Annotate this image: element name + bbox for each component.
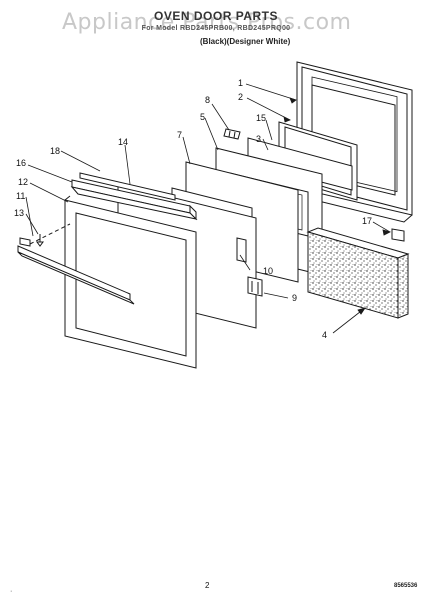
glass-bracket-part xyxy=(247,276,263,297)
callout-14: 14 xyxy=(118,137,128,147)
bottom-vent-rail xyxy=(17,245,135,305)
page-header: OVEN DOOR PARTS For Model RBD245PRB00, R… xyxy=(0,9,432,32)
callout-18: 18 xyxy=(50,146,60,156)
document-code: 8565536 xyxy=(394,583,418,589)
callout-13: 13 xyxy=(14,208,24,218)
model-numbers: For Model RBD245PRB00, RBD245PRQ00 xyxy=(141,25,291,32)
callout-labels: 1 2 3 4 5 7 8 9 10 11 12 13 14 15 16 17 … xyxy=(14,78,372,340)
top-trim-part xyxy=(79,172,176,201)
screw-part xyxy=(36,234,44,247)
leader-lines xyxy=(25,83,392,334)
watermark-logo: Appliance Parts Pros.com xyxy=(62,10,352,35)
page-number: 2 xyxy=(205,581,210,590)
door-clip-part xyxy=(223,128,241,140)
door-handle-part xyxy=(70,179,198,221)
callout-11: 11 xyxy=(16,191,25,201)
callout-7: 7 xyxy=(177,130,182,140)
callout-1: 1 xyxy=(238,78,243,88)
callout-9: 9 xyxy=(292,293,297,303)
color-variant: (Black)(Designer White) xyxy=(200,37,291,46)
corner-mark: · xyxy=(10,588,13,595)
callout-17: 17 xyxy=(362,216,372,226)
page-title: OVEN DOOR PARTS xyxy=(154,9,278,23)
callout-12: 12 xyxy=(18,177,28,187)
handle-end-cap-part xyxy=(19,237,31,247)
side-clip-part xyxy=(391,228,405,242)
outer-door-frame-part xyxy=(64,195,197,369)
callout-16: 16 xyxy=(16,158,26,168)
door-insulation-part xyxy=(306,227,410,319)
callout-2: 2 xyxy=(238,92,243,102)
callout-15: 15 xyxy=(256,113,266,123)
inner-glass-part xyxy=(247,137,353,191)
callout-8: 8 xyxy=(205,95,210,105)
callout-5: 5 xyxy=(200,112,205,122)
glass-retainer-part xyxy=(236,237,247,263)
callout-3: 3 xyxy=(256,134,261,144)
callout-10: 10 xyxy=(263,266,273,276)
alignment-line xyxy=(29,223,71,245)
callout-4: 4 xyxy=(322,330,327,340)
